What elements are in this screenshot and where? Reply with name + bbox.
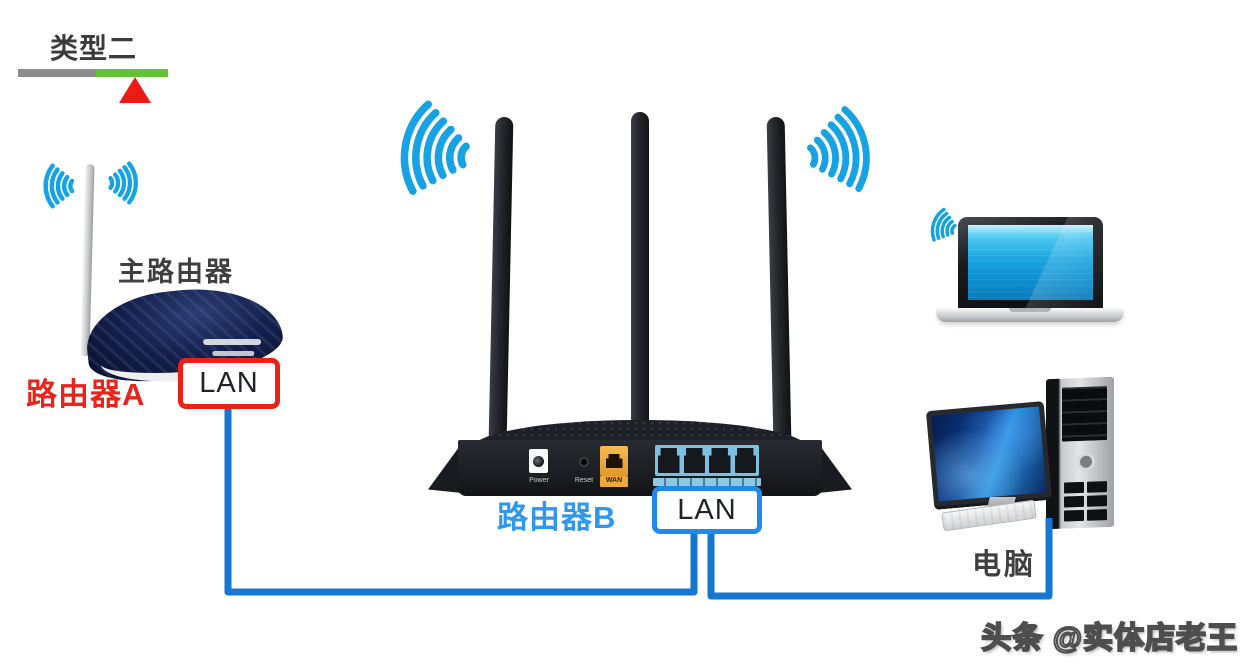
wifi-signal-icon (34, 160, 82, 212)
wan-port (600, 446, 628, 476)
router-b-antenna (488, 116, 514, 444)
router-b-antenna (631, 112, 649, 482)
wifi-signal-icon (788, 104, 881, 201)
legend-triangle-marker (119, 77, 151, 103)
laptop-base (936, 308, 1124, 322)
power-button (1077, 452, 1096, 472)
legend-title: 类型二 (50, 33, 138, 64)
router-a-device-label: 主路由器 (118, 257, 234, 287)
lan-port-band (653, 478, 761, 486)
lan-port (683, 448, 705, 473)
wifi-signal-icon (388, 99, 490, 203)
lan-port (709, 448, 731, 473)
lan-port (658, 448, 680, 473)
wifi-signal-icon (101, 158, 147, 208)
router-a-name-label: 路由器A (26, 377, 146, 412)
router-b-lan-box: LAN (652, 486, 762, 534)
legend-bar-gray (18, 69, 96, 77)
router-b-foot (428, 443, 462, 493)
wan-port-label: WAN (600, 476, 628, 487)
router-a-antenna (80, 163, 95, 357)
router-b-antenna (766, 116, 792, 444)
router-b-foot (818, 443, 852, 493)
lan-port-strip (655, 445, 759, 476)
router-b-name-label: 路由器B (497, 500, 617, 535)
desktop-tower (1046, 376, 1114, 530)
legend-bar-green (96, 69, 168, 77)
power-port (529, 449, 548, 473)
router-a-led-strip (212, 350, 255, 356)
watermark: 头条 @实体店老王 (980, 621, 1238, 656)
router-a-led-strip (203, 339, 262, 346)
desktop-monitor (925, 401, 1053, 510)
router-b-body (458, 440, 822, 496)
desktop-label: 电脑 (972, 549, 1037, 581)
lan-port (734, 448, 756, 473)
laptop-screen (958, 217, 1103, 309)
tower-vents (1063, 480, 1108, 522)
drive-bay (1062, 386, 1108, 442)
reset-button (581, 459, 587, 465)
router-a-lan-box: LAN (178, 358, 280, 409)
